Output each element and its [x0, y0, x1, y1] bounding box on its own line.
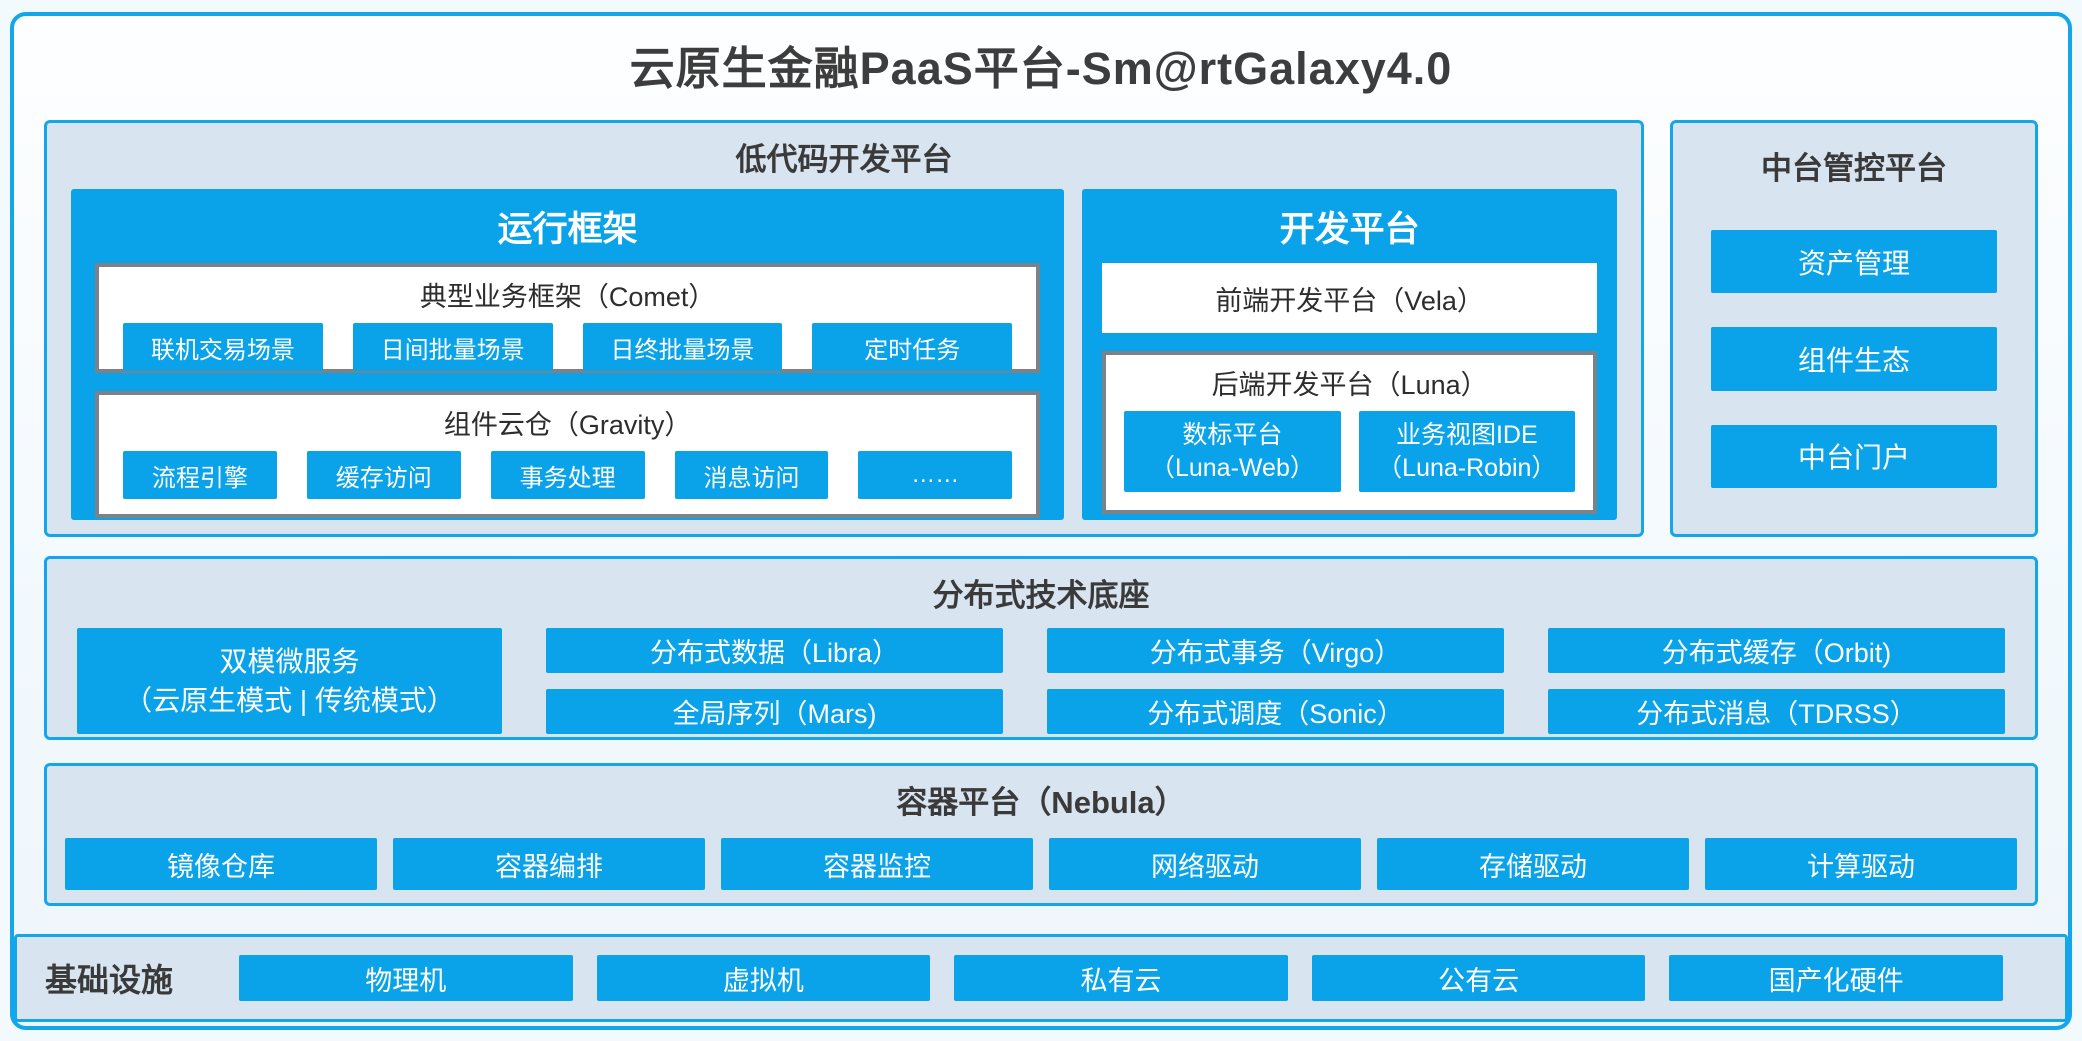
infra-item-domestic-hardware: 国产化硬件	[1669, 955, 2003, 1001]
lowcode-body: 运行框架 典型业务框架（Comet） 联机交易场景 日间批量场景 日终批量场景 …	[47, 189, 1641, 534]
lowcode-platform-title: 低代码开发平台	[735, 142, 953, 177]
runtime-framework-title: 运行框架	[497, 210, 638, 249]
comet-item-endofday-batch: 日终批量场景	[582, 323, 783, 371]
gravity-item-cache-access: 缓存访问	[306, 451, 461, 499]
gravity-item-process-engine: 流程引擎	[123, 451, 277, 499]
distributed-message-tdrss: 分布式消息（TDRSS）	[1548, 689, 2005, 734]
container-platform-panel: 容器平台（Nebula） 镜像仓库 容器编排 容器监控 网络驱动 存储驱动 计算…	[44, 763, 2038, 906]
gravity-item-message-access: 消息访问	[674, 451, 829, 499]
luna-robin-line1: 业务视图IDE	[1395, 421, 1538, 449]
top-row: 低代码开发平台 运行框架 典型业务框架（Comet） 联机交易场景 日间批量场景…	[44, 120, 2038, 537]
comet-item-daytime-batch: 日间批量场景	[352, 323, 553, 371]
runtime-framework-box: 运行框架 典型业务框架（Comet） 联机交易场景 日间批量场景 日终批量场景 …	[71, 189, 1065, 520]
vela-frontend-box: 前端开发平台（Vela）	[1102, 263, 1597, 333]
comet-item-scheduled-task: 定时任务	[812, 323, 1013, 371]
container-item-orchestration: 容器编排	[393, 838, 705, 890]
gravity-warehouse-box: 组件云仓（Gravity） 流程引擎 缓存访问 事务处理 消息访问 ……	[95, 391, 1041, 518]
infra-item-physical-machine: 物理机	[239, 955, 573, 1001]
gravity-item-ellipsis: ……	[858, 451, 1013, 499]
infra-item-public-cloud: 公有云	[1311, 955, 1646, 1001]
luna-backend-title: 后端开发平台（Luna）	[1211, 370, 1488, 400]
distributed-column-3: 分布式缓存（Orbit) 分布式消息（TDRSS）	[1548, 628, 2005, 734]
gravity-items-row: 流程引擎 缓存访问 事务处理 消息访问 ……	[99, 451, 1036, 503]
distributed-data-libra: 分布式数据（Libra）	[546, 628, 1003, 673]
distributed-body: 双模微服务 （云原生模式 | 传统模式） 分布式数据（Libra） 全局序列（M…	[47, 625, 2035, 734]
container-platform-title: 容器平台（Nebula）	[896, 785, 1186, 820]
luna-web-line2: （Luna-Web）	[1149, 453, 1315, 482]
luna-items-row: 数标平台 （Luna-Web） 业务视图IDE （Luna-Robin）	[1106, 411, 1593, 510]
diagram-frame: 云原生金融PaaS平台-Sm@rtGalaxy4.0 低代码开发平台 运行框架 …	[10, 12, 2072, 1030]
dev-platform-title: 开发平台	[1279, 210, 1420, 249]
distributed-base-panel: 分布式技术底座 双模微服务 （云原生模式 | 传统模式） 分布式数据（Libra…	[44, 556, 2038, 740]
container-item-monitoring: 容器监控	[721, 838, 1033, 890]
infra-item-virtual-machine: 虚拟机	[596, 955, 931, 1001]
luna-backend-box: 后端开发平台（Luna） 数标平台 （Luna-Web） 业务视图IDE （Lu…	[1102, 351, 1597, 514]
luna-web-line1: 数标平台	[1182, 421, 1283, 449]
distributed-column-1: 分布式数据（Libra） 全局序列（Mars)	[546, 628, 1003, 734]
infrastructure-panel: 基础设施 物理机 虚拟机 私有云 公有云 国产化硬件	[14, 934, 2068, 1022]
midplatform-title: 中台管控平台	[1761, 151, 1947, 186]
distributed-cache-orbit: 分布式缓存（Orbit)	[1548, 628, 2005, 673]
midplatform-item-portal: 中台门户	[1711, 424, 1997, 488]
infrastructure-title: 基础设施	[45, 962, 174, 998]
page-title: 云原生金融PaaS平台-Sm@rtGalaxy4.0	[629, 43, 1453, 94]
dev-platform-box: 开发平台 前端开发平台（Vela） 后端开发平台（Luna） 数标平台 （Lun…	[1082, 189, 1617, 520]
distributed-transaction-virgo: 分布式事务（Virgo）	[1047, 628, 1504, 673]
comet-item-online-trading: 联机交易场景	[123, 323, 323, 371]
distributed-column-2: 分布式事务（Virgo） 分布式调度（Sonic）	[1047, 628, 1504, 734]
container-item-image-registry: 镜像仓库	[65, 838, 377, 890]
gravity-item-transaction: 事务处理	[490, 451, 645, 499]
container-item-network-driver: 网络驱动	[1049, 838, 1361, 890]
container-platform-body: 镜像仓库 容器编排 容器监控 网络驱动 存储驱动 计算驱动	[47, 832, 2035, 890]
container-item-storage-driver: 存储驱动	[1377, 838, 1689, 890]
comet-framework-title: 典型业务框架（Comet）	[419, 282, 716, 312]
dual-mode-line2: （云原生模式 | 传统模式）	[124, 685, 455, 716]
luna-web-item: 数标平台 （Luna-Web）	[1124, 411, 1341, 492]
midplatform-item-component-ecosystem: 组件生态	[1711, 327, 1997, 391]
infra-item-private-cloud: 私有云	[954, 955, 1288, 1001]
midplatform-body: 资产管理 组件生态 中台门户	[1673, 198, 2035, 534]
luna-robin-item: 业务视图IDE （Luna-Robin）	[1358, 411, 1576, 492]
distributed-base-title: 分布式技术底座	[932, 578, 1150, 613]
midplatform-panel: 中台管控平台 资产管理 组件生态 中台门户	[1670, 120, 2038, 537]
lowcode-platform-panel: 低代码开发平台 运行框架 典型业务框架（Comet） 联机交易场景 日间批量场景…	[44, 120, 1644, 537]
dual-mode-line1: 双模微服务	[219, 645, 360, 677]
dual-mode-microservice-box: 双模微服务 （云原生模式 | 传统模式）	[77, 628, 502, 734]
gravity-warehouse-title: 组件云仓（Gravity）	[443, 410, 692, 440]
infrastructure-body: 物理机 虚拟机 私有云 公有云 国产化硬件	[239, 955, 2065, 1001]
comet-framework-box: 典型业务框架（Comet） 联机交易场景 日间批量场景 日终批量场景 定时任务	[95, 263, 1041, 373]
luna-robin-line2: （Luna-Robin）	[1377, 453, 1557, 482]
midplatform-item-asset-management: 资产管理	[1711, 230, 1997, 294]
distributed-scheduling-sonic: 分布式调度（Sonic）	[1047, 689, 1504, 734]
comet-items-row: 联机交易场景 日间批量场景 日终批量场景 定时任务	[99, 323, 1036, 371]
global-sequence-mars: 全局序列（Mars)	[546, 689, 1003, 734]
container-item-compute-driver: 计算驱动	[1705, 838, 2017, 890]
